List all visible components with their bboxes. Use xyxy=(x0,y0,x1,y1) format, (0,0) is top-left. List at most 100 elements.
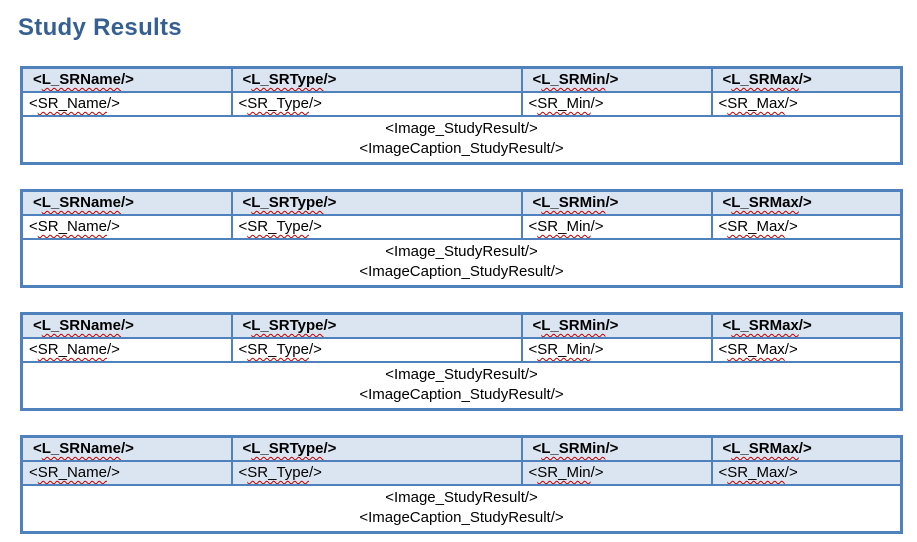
image-study-result-placeholder: <Image_StudyResult/> xyxy=(385,243,538,260)
field-cell-srtype: <SR_Type/> xyxy=(230,460,523,486)
header-cell-srmax: <L_SRMax/> xyxy=(710,66,903,93)
tag-open-bracket: < xyxy=(238,464,248,481)
tag-close-bracket: /> xyxy=(590,464,604,481)
tag-open-bracket: < xyxy=(532,317,542,334)
tag-name: SR_Min xyxy=(537,341,591,358)
image-study-result-placeholder: <Image_StudyResult/> xyxy=(385,366,538,383)
header-cell-srtype: <L_SRType/> xyxy=(230,66,523,93)
tag-close-bracket: /> xyxy=(308,95,322,112)
tag-open-bracket: < xyxy=(238,218,248,235)
table-header-row: <L_SRName/> <L_SRType/> <L_SRMin/> <L_SR… xyxy=(20,435,903,462)
header-cell-srmin: <L_SRMin/> xyxy=(520,189,713,216)
tag-name: SR_Min xyxy=(537,464,591,481)
tag-name: L_SRType xyxy=(251,317,324,334)
page-title: Study Results xyxy=(18,14,182,41)
tag-name: L_SRType xyxy=(251,440,324,457)
header-cell-srmax: <L_SRMax/> xyxy=(710,189,903,216)
tag-open-bracket: < xyxy=(722,71,732,88)
tag-close-bracket: /> xyxy=(308,341,322,358)
tag-open-bracket: < xyxy=(528,218,538,235)
tag-close-bracket: /> xyxy=(784,464,798,481)
image-placeholder-cell: <Image_StudyResult/> <ImageCaption_Study… xyxy=(20,115,903,165)
tag-close-bracket: /> xyxy=(323,440,337,457)
header-cell-srmin: <L_SRMin/> xyxy=(520,66,713,93)
tag-name: L_SRMin xyxy=(541,440,606,457)
tag-open-bracket: < xyxy=(718,341,728,358)
tag-close-bracket: /> xyxy=(605,440,619,457)
tag-open-bracket: < xyxy=(242,194,252,211)
tag-open-bracket: < xyxy=(29,341,38,358)
tag-close-bracket: /> xyxy=(798,440,812,457)
tag-name: L_SRType xyxy=(251,71,324,88)
tag-close-bracket: /> xyxy=(605,194,619,211)
tag-close-bracket: /> xyxy=(323,71,337,88)
tag-name: L_SRName xyxy=(41,317,121,334)
header-cell-srmax: <L_SRMax/> xyxy=(710,312,903,339)
tag-open-bracket: < xyxy=(718,464,728,481)
tag-open-bracket: < xyxy=(29,464,38,481)
image-row: <Image_StudyResult/> <ImageCaption_Study… xyxy=(20,361,903,411)
tag-name: SR_Max xyxy=(727,464,785,481)
tag-name: L_SRMin xyxy=(541,194,606,211)
tag-open-bracket: < xyxy=(528,95,538,112)
tag-open-bracket: < xyxy=(532,440,542,457)
field-cell-srname: <SR_Name/> xyxy=(20,91,233,117)
field-cell-srtype: <SR_Type/> xyxy=(230,91,523,117)
tag-name: L_SRMax xyxy=(731,317,799,334)
tag-close-bracket: /> xyxy=(323,194,337,211)
image-placeholder-cell: <Image_StudyResult/> <ImageCaption_Study… xyxy=(20,484,903,534)
image-caption-placeholder: <ImageCaption_StudyResult/> xyxy=(359,263,564,280)
tag-close-bracket: /> xyxy=(784,341,798,358)
header-cell-srmin: <L_SRMin/> xyxy=(520,435,713,462)
study-results-table-4: <L_SRName/> <L_SRType/> <L_SRMin/> <L_SR… xyxy=(20,435,903,534)
image-study-result-placeholder: <Image_StudyResult/> xyxy=(385,120,538,137)
tag-open-bracket: < xyxy=(33,194,42,211)
tag-open-bracket: < xyxy=(242,71,252,88)
image-caption-placeholder: <ImageCaption_StudyResult/> xyxy=(359,509,564,526)
tag-open-bracket: < xyxy=(33,317,42,334)
tag-open-bracket: < xyxy=(29,95,38,112)
tag-close-bracket: /> xyxy=(308,464,322,481)
tag-name: SR_Max xyxy=(727,218,785,235)
tag-name: L_SRType xyxy=(251,194,324,211)
tag-name: SR_Type xyxy=(247,218,309,235)
tag-close-bracket: /> xyxy=(590,218,604,235)
table-header-row: <L_SRName/> <L_SRType/> <L_SRMin/> <L_SR… xyxy=(20,66,903,93)
tag-open-bracket: < xyxy=(33,71,42,88)
field-cell-srname: <SR_Name/> xyxy=(20,214,233,240)
tag-open-bracket: < xyxy=(532,71,542,88)
tag-open-bracket: < xyxy=(718,218,728,235)
tag-close-bracket: /> xyxy=(605,71,619,88)
image-study-result-placeholder: <Image_StudyResult/> xyxy=(385,489,538,506)
tag-name: L_SRMax xyxy=(731,440,799,457)
field-cell-srmax: <SR_Max/> xyxy=(710,91,903,117)
tag-name: L_SRName xyxy=(41,440,121,457)
tag-open-bracket: < xyxy=(242,317,252,334)
header-cell-srname: <L_SRName/> xyxy=(20,435,233,462)
tag-open-bracket: < xyxy=(238,341,248,358)
tag-close-bracket: /> xyxy=(590,341,604,358)
tag-close-bracket: /> xyxy=(323,317,337,334)
tag-name: L_SRName xyxy=(41,71,121,88)
table-header-row: <L_SRName/> <L_SRType/> <L_SRMin/> <L_SR… xyxy=(20,189,903,216)
study-results-table-2: <L_SRName/> <L_SRType/> <L_SRMin/> <L_SR… xyxy=(20,189,903,288)
tag-open-bracket: < xyxy=(29,218,38,235)
tag-name: SR_Max xyxy=(727,95,785,112)
tag-name: L_SRName xyxy=(41,194,121,211)
field-cell-srname: <SR_Name/> xyxy=(20,337,233,363)
field-cell-srmin: <SR_Min/> xyxy=(520,214,713,240)
tag-open-bracket: < xyxy=(532,194,542,211)
tag-open-bracket: < xyxy=(718,95,728,112)
header-cell-srmax: <L_SRMax/> xyxy=(710,435,903,462)
field-cell-srtype: <SR_Type/> xyxy=(230,337,523,363)
tag-close-bracket: /> xyxy=(120,317,134,334)
tag-open-bracket: < xyxy=(722,317,732,334)
tag-name: SR_Type xyxy=(247,341,309,358)
header-cell-srname: <L_SRName/> xyxy=(20,189,233,216)
tag-name: SR_Min xyxy=(537,218,591,235)
table-field-row: <SR_Name/> <SR_Type/> <SR_Min/> <SR_Max/… xyxy=(20,337,903,363)
tag-close-bracket: /> xyxy=(308,218,322,235)
tag-name: SR_Type xyxy=(247,464,309,481)
tag-name: SR_Type xyxy=(247,95,309,112)
tag-name: L_SRMin xyxy=(541,71,606,88)
